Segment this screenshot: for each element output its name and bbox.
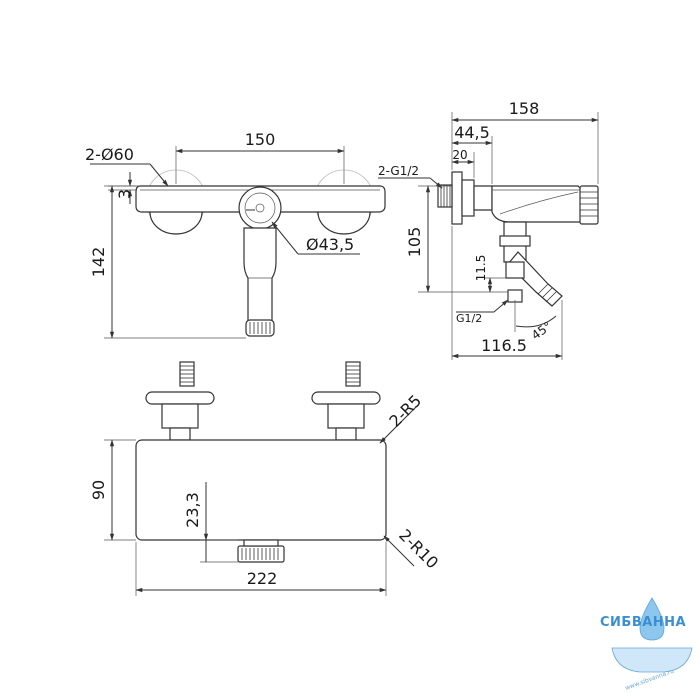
front-view: 150 2-Ø60 3 142 Ø43,5 — [85, 130, 386, 339]
knob-center — [255, 203, 265, 213]
top-body — [135, 439, 387, 541]
top-left-thread-lines — [180, 365, 194, 383]
top-left-stem — [169, 427, 191, 441]
top-left-nut — [161, 403, 199, 429]
angled-spout-knurl — [537, 283, 557, 303]
dim-angle-label: 45° — [529, 319, 554, 343]
inlet-thread — [437, 184, 453, 208]
dim-outlet-label: 11.5 — [474, 255, 488, 282]
side-connector — [473, 185, 493, 211]
aerator-knurl — [249, 322, 271, 334]
dim-thread-bottom-label: G1/2 — [456, 312, 482, 325]
dim-knob-label: Ø43,5 — [306, 235, 354, 254]
dim-inlets-label: 2-Ø60 — [85, 145, 134, 164]
dim-thread-top-label: 2-G1/2 — [378, 164, 419, 178]
side-view: 158 44,5 20 2-G1/2 105 11.5 G1/2 45° — [378, 99, 599, 360]
dim-depth-label: 116.5 — [481, 336, 527, 355]
side-knob — [579, 185, 599, 225]
side-spout-ring — [499, 235, 531, 247]
bathtub-icon — [611, 647, 693, 673]
dim-spout-label: 23,3 — [183, 492, 202, 528]
leader-r10 — [383, 535, 415, 567]
bottom-outlet — [505, 261, 525, 279]
dim-height-label: 142 — [89, 247, 108, 278]
knob-inner-ring — [244, 192, 276, 224]
dim-arc-45 — [515, 315, 557, 328]
wall-flange — [451, 171, 463, 225]
leader-r5 — [379, 404, 419, 444]
dim-body-label: 44,5 — [454, 123, 490, 142]
side-body-curve — [499, 191, 579, 215]
dim-r-top-label: 2-R5 — [385, 391, 425, 431]
aerator — [245, 319, 275, 337]
dim-height-top-label: 90 — [89, 480, 108, 500]
leader-knob — [271, 221, 299, 255]
top-right-flange — [311, 391, 381, 405]
brand-logo: СИБВАННА www.sibvanna.ru — [600, 597, 693, 692]
water-drop-icon — [639, 597, 665, 641]
dim-width-label: 150 — [245, 130, 276, 149]
dim-flange-label: 20 — [452, 148, 467, 162]
eccentric-nut — [461, 179, 475, 217]
top-right-nut — [327, 403, 365, 429]
dim-height-side-label: 105 — [405, 227, 424, 258]
inlet-thread-lines — [440, 185, 451, 207]
top-view: 2-R5 90 23,3 2-R10 222 — [89, 361, 442, 596]
side-knob-knurl — [580, 191, 598, 217]
top-left-flange — [145, 391, 215, 405]
top-spout-base — [243, 539, 279, 547]
top-spout-knurl — [241, 548, 279, 560]
spout — [243, 227, 277, 323]
side-body — [491, 185, 583, 223]
top-right-thread-lines — [346, 365, 360, 383]
dim-r-bottom-label: 2-R10 — [395, 525, 442, 572]
top-right-stem — [335, 427, 357, 441]
brand-name: СИБВАННА — [600, 615, 686, 630]
top-spout — [237, 545, 285, 563]
dim-width-top-label: 222 — [247, 569, 278, 588]
dim-total-label: 158 — [509, 99, 540, 118]
dim-offset-label: 3 — [115, 189, 134, 199]
